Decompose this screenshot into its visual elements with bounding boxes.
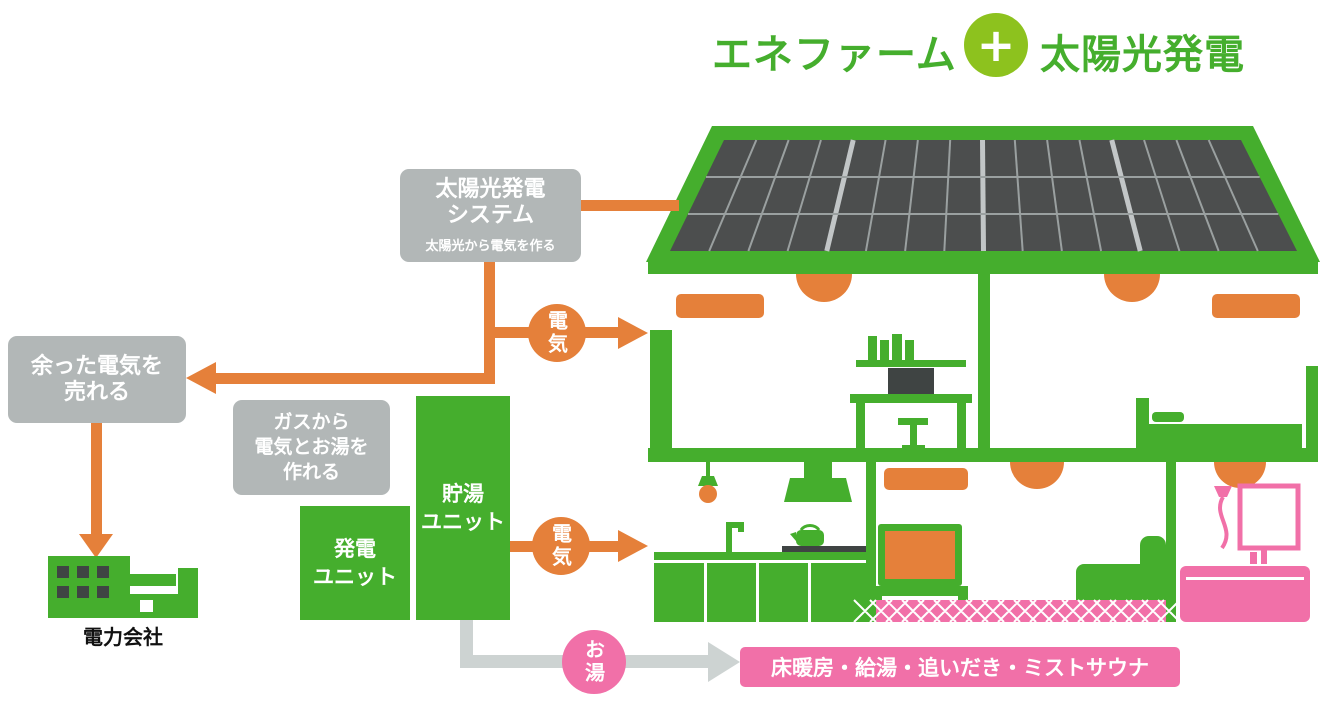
stove xyxy=(782,546,866,552)
badge-text: お湯 xyxy=(581,639,606,685)
tank-unit-box: 貯湯 ユニット xyxy=(416,396,510,620)
solar-panel-grid xyxy=(688,139,1279,252)
study-room xyxy=(650,274,972,449)
electricity-badge-bottom: 電気 xyxy=(532,517,590,575)
ceiling-light xyxy=(796,274,852,302)
hot-water-arrowhead xyxy=(708,642,740,682)
text-line: ガスから xyxy=(273,411,350,433)
eave-band xyxy=(648,262,1318,274)
pendant-light xyxy=(698,462,718,503)
air-conditioner xyxy=(884,468,968,490)
text-line: 売れる xyxy=(63,379,130,405)
kettle-icon xyxy=(790,524,824,546)
bath-bottle xyxy=(1261,548,1267,564)
air-conditioner xyxy=(676,294,764,318)
solar-system-subtitle: 太陽光から電気を作る xyxy=(425,239,556,254)
bookcase xyxy=(650,330,672,448)
solar-system-box: 太陽光発電 システム 太陽光から電気を作る xyxy=(400,169,581,262)
plus-glyph: + xyxy=(976,18,1016,72)
living-room xyxy=(853,462,1181,623)
text-line: 余った電気を xyxy=(30,353,163,379)
gas-text: ガスから 電気とお湯を 作れる xyxy=(254,410,368,485)
text-line: ユニット xyxy=(313,565,397,589)
sell-arrowhead xyxy=(186,362,216,394)
sell-power-box: 余った電気を 売れる xyxy=(8,336,186,423)
ceiling-light xyxy=(1104,274,1160,302)
title-solar: 太陽光発電 xyxy=(1040,32,1245,78)
kitchen-wall xyxy=(866,462,876,622)
power-company-line xyxy=(91,423,102,536)
title-enefarm: エネファーム xyxy=(712,32,957,78)
bathroom-wall xyxy=(1166,462,1176,622)
rug xyxy=(853,599,1181,623)
bath-bottle xyxy=(1250,552,1257,564)
house-illustration xyxy=(646,126,1320,623)
floor-band xyxy=(648,448,1318,462)
hot-water-uses-bar: 床暖房・給湯・追いだき・ミストサウナ xyxy=(740,647,1180,687)
ceiling-light xyxy=(1214,462,1266,488)
kitchen xyxy=(654,462,866,622)
text-line: 電気とお湯を xyxy=(254,436,369,458)
text-line: システム xyxy=(446,203,535,228)
badge-text: 電気 xyxy=(544,310,569,356)
chair-icon xyxy=(898,418,928,425)
solar-line xyxy=(579,200,679,211)
air-conditioner xyxy=(1212,294,1300,318)
monitor-icon xyxy=(888,368,934,394)
bathroom xyxy=(1180,462,1310,622)
text-line: 太陽光発電 xyxy=(435,177,546,202)
power-unit-box: 発電 ユニット xyxy=(300,506,410,620)
bathtub xyxy=(1180,566,1310,622)
electricity-arrowhead-bottom xyxy=(618,530,648,562)
range-hood xyxy=(784,462,852,502)
shower xyxy=(1214,486,1232,550)
power-plant-building xyxy=(48,556,198,618)
mirror xyxy=(1237,483,1301,551)
sell-electricity-line xyxy=(214,373,495,384)
bedroom xyxy=(1104,274,1318,448)
desk-with-pc xyxy=(850,334,972,449)
ceiling-light xyxy=(1010,462,1064,489)
electricity-arrowhead-top xyxy=(618,317,648,349)
sell-power-text: 余った電気を 売れる xyxy=(31,354,163,406)
electricity-badge-top: 電気 xyxy=(528,304,586,362)
power-company-label: 電力会社 xyxy=(83,625,163,649)
bed xyxy=(1136,398,1302,448)
solar-drop-line xyxy=(484,262,495,384)
solar-system-title: 太陽光発電 システム xyxy=(435,177,545,229)
plus-icon: + xyxy=(964,13,1028,77)
hot-water-badge: お湯 xyxy=(562,630,626,694)
text-line: 貯湯 xyxy=(442,482,484,506)
badge-text: 電気 xyxy=(548,523,573,569)
gas-box: ガスから 電気とお湯を 作れる xyxy=(233,400,390,495)
upstairs-wall xyxy=(978,274,990,448)
text-line: 作れる xyxy=(282,461,340,483)
tv-screen xyxy=(885,531,955,579)
door xyxy=(1306,366,1318,448)
kitchen-counter xyxy=(654,552,866,622)
faucet-icon xyxy=(726,522,744,552)
power-company-arrowhead xyxy=(79,534,113,558)
text-line: ユニット xyxy=(421,510,505,534)
text-line: 発電 xyxy=(334,537,376,561)
